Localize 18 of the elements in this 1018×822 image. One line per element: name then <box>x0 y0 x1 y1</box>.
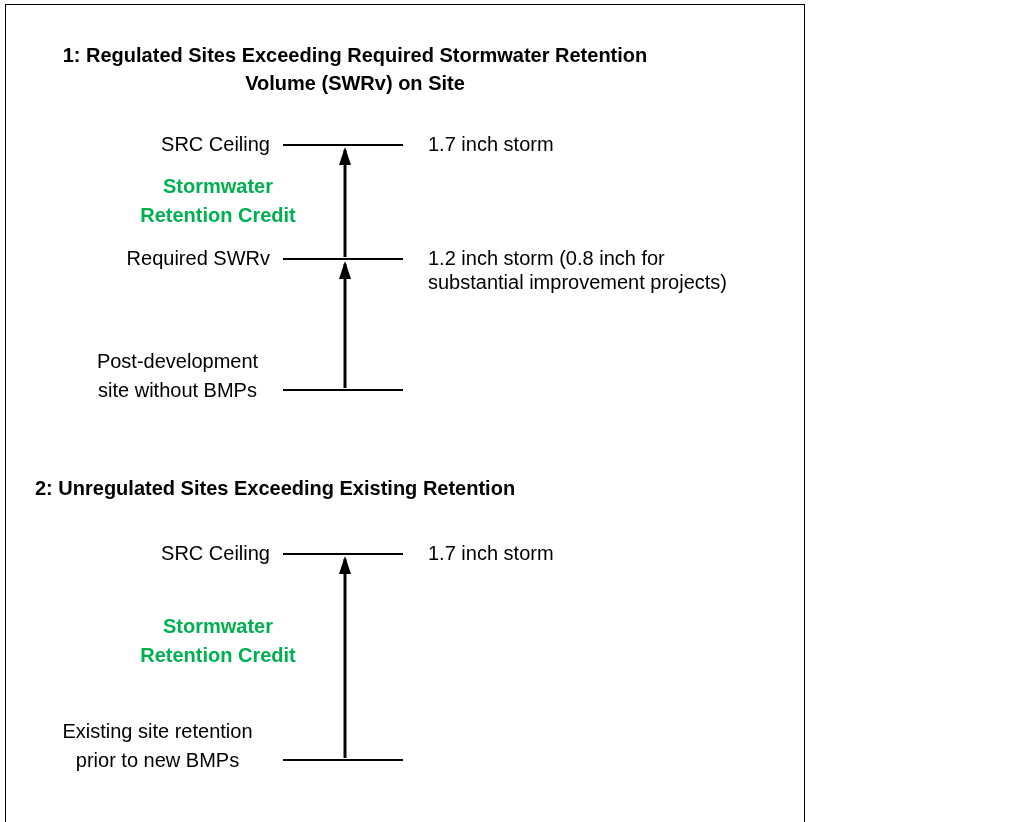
arrow <box>339 261 351 388</box>
storm-depth-text: 1.2 inch storm (0.8 inch for substantial improvement projects) <box>428 246 728 294</box>
level-line <box>283 258 403 260</box>
level-name-text: SRC Ceiling <box>160 541 270 565</box>
level-name-text: Existing site retention prior to new BMPs <box>61 719 254 773</box>
section-heading: 1: Regulated Sites Exceeding Required Stormwater Retention Volume (SWRv) on Site <box>61 43 649 96</box>
level-name-text: Post-development site without BMPs <box>95 349 260 403</box>
level-line <box>283 553 403 555</box>
level-line <box>283 759 403 761</box>
arrow <box>339 556 351 758</box>
level-name-text: SRC Ceiling <box>160 132 270 156</box>
arrow <box>339 147 351 257</box>
level-line <box>283 144 403 146</box>
storm-depth-text: 1.7 inch storm <box>428 132 555 156</box>
storm-depth-text: 1.7 inch storm <box>428 541 555 565</box>
section-heading: 2: Unregulated Sites Exceeding Existing Retention <box>35 476 517 501</box>
level-line <box>283 389 403 391</box>
level-name-text: Required SWRv <box>125 246 270 270</box>
